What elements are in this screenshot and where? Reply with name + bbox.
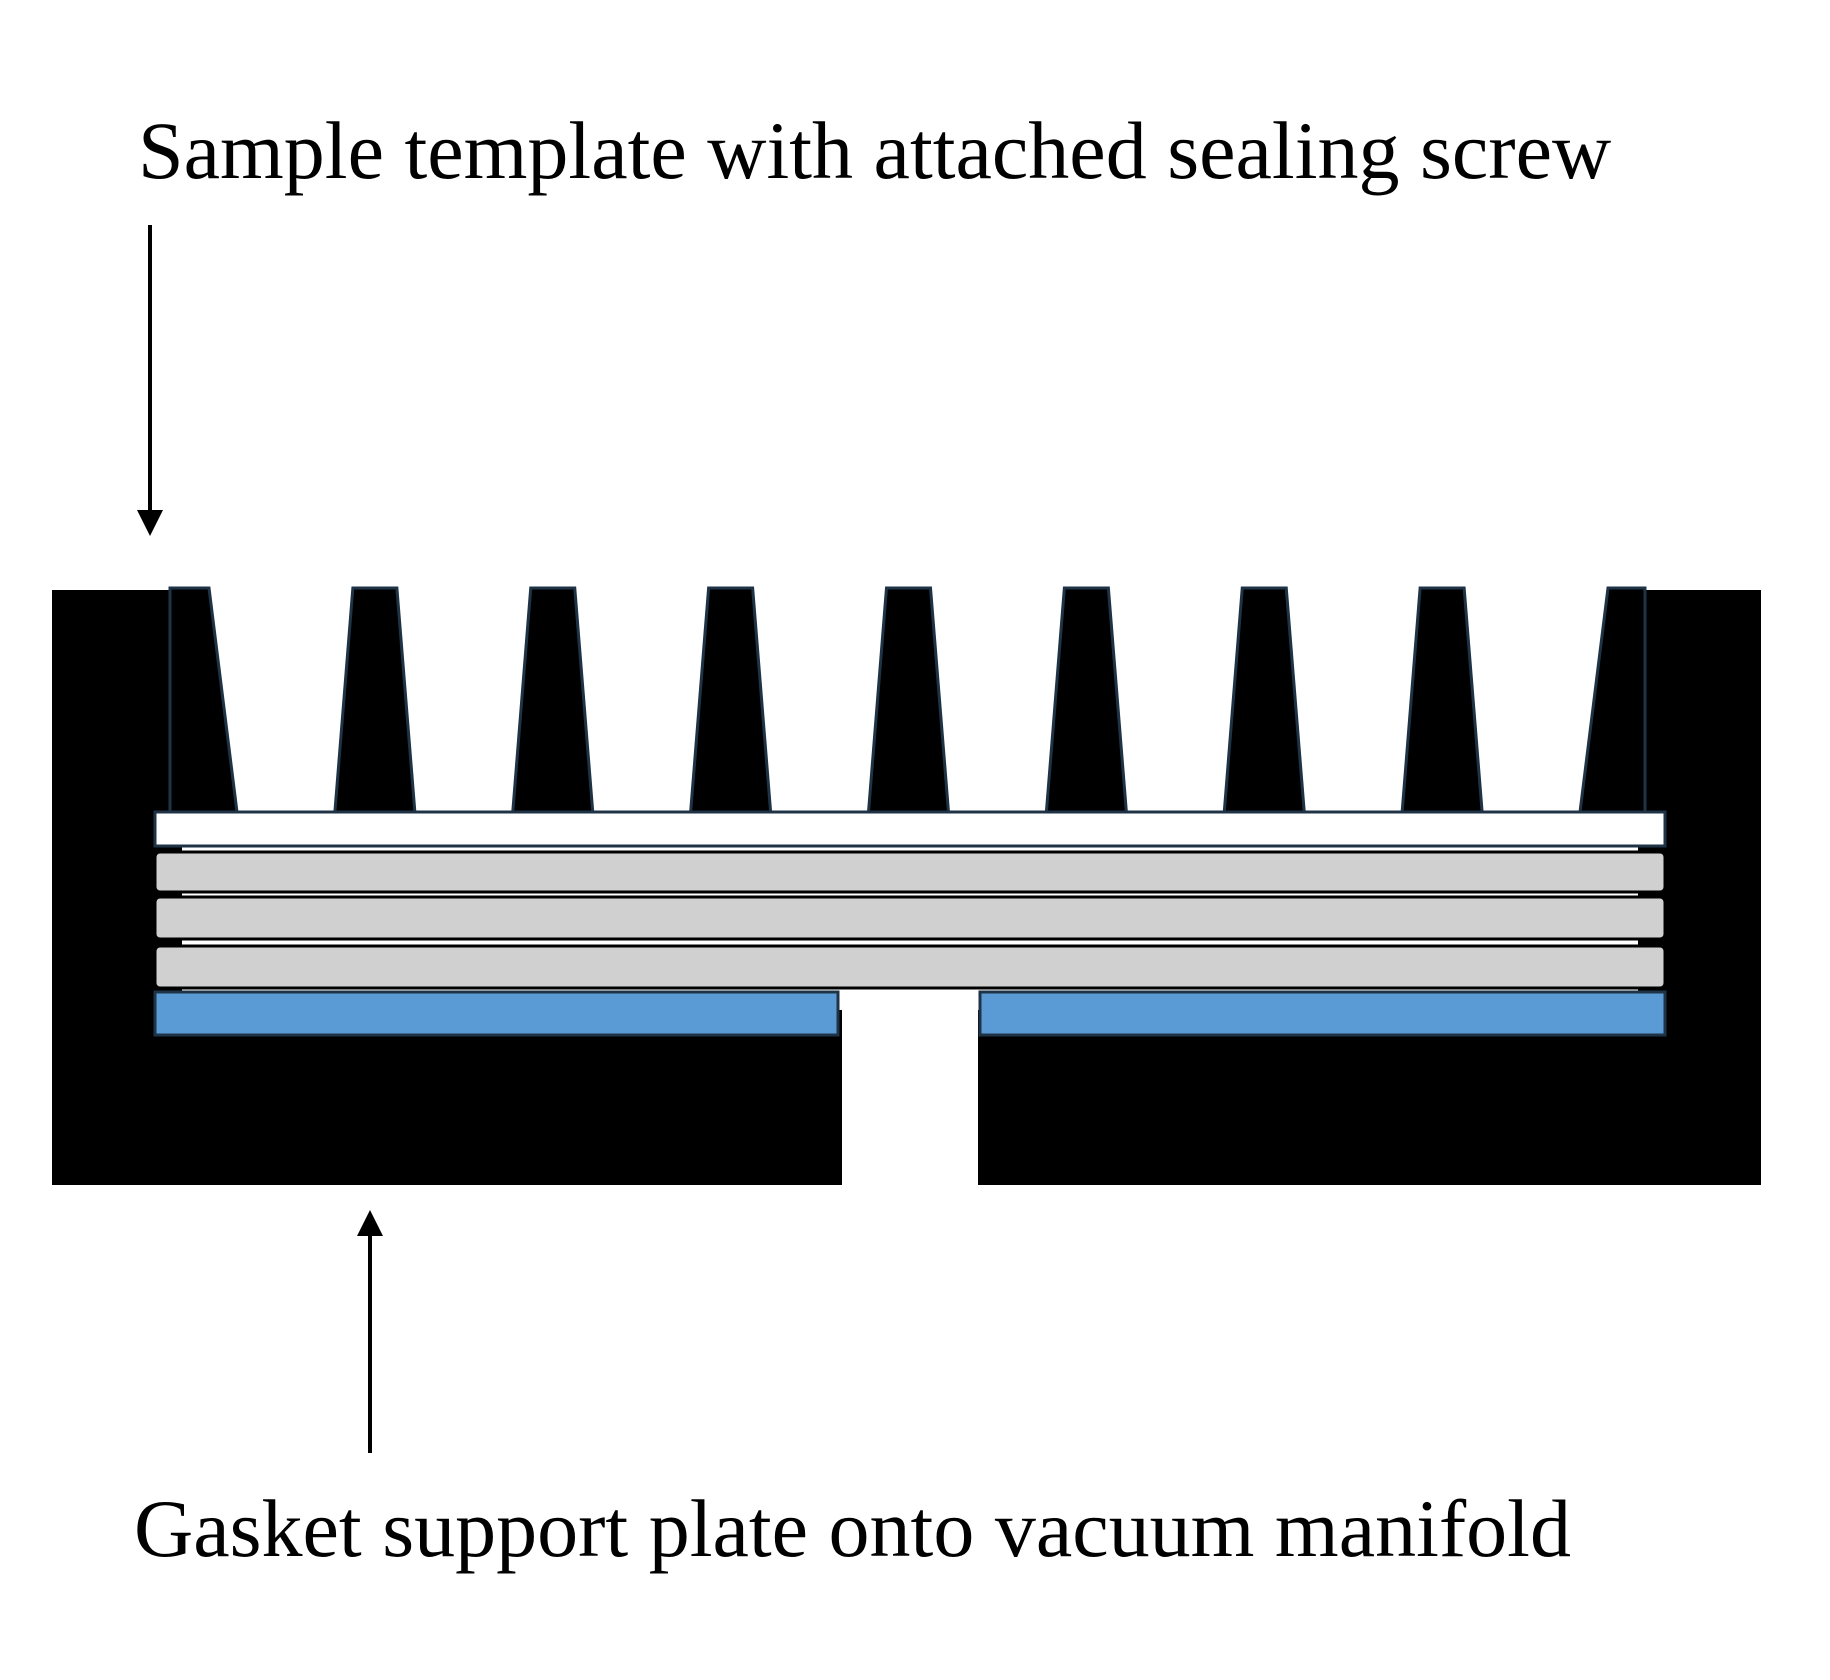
base-block-right [978, 1010, 1761, 1185]
arrow-down-icon [137, 225, 163, 536]
well-separator [168, 586, 239, 814]
bottom-label: Gasket support plate onto vacuum manifol… [134, 1483, 1571, 1574]
template-body [52, 590, 1761, 1185]
well-separators [168, 586, 1647, 814]
right-side-fill [1664, 812, 1761, 1042]
sample-plate-layer [153, 810, 1667, 848]
filter-layer [153, 895, 1667, 941]
well-separator [866, 586, 951, 814]
filter-layer [153, 850, 1667, 894]
gasket-left [153, 990, 840, 1037]
well-separator [1222, 586, 1306, 814]
filter-layer [153, 944, 1667, 990]
well-separator [333, 586, 417, 814]
well-separator [511, 586, 595, 814]
left-side-fill [52, 812, 156, 1042]
arrow-up-icon [357, 1210, 383, 1453]
well-separator [1578, 586, 1647, 814]
well-separator [688, 586, 773, 814]
gasket-layer [153, 990, 1667, 1037]
well-separator [1044, 586, 1129, 814]
layer-stack [153, 810, 1667, 990]
top-label: Sample template with attached sealing sc… [138, 105, 1611, 196]
gasket-right [978, 990, 1667, 1037]
base-block-left [52, 1010, 842, 1185]
well-separator [1400, 586, 1484, 814]
